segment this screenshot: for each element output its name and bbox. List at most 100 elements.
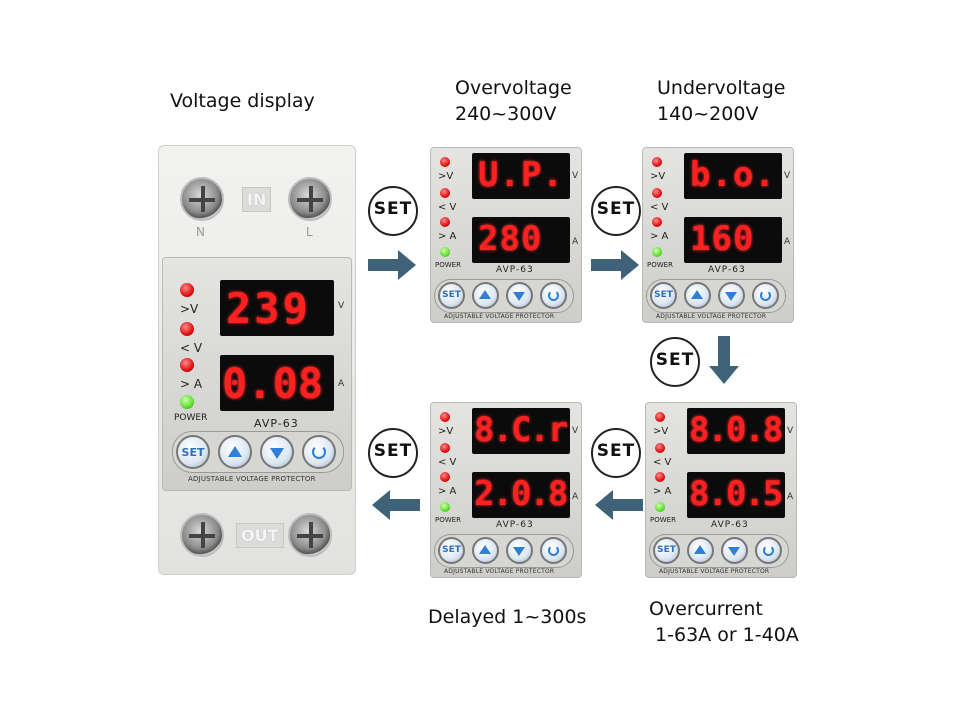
caption-overcurrent: Overcurrent 1-63A or 1-40A [649, 596, 799, 648]
bottom-readout: 8.0.5 [689, 474, 783, 514]
up-button[interactable] [218, 435, 252, 469]
unit-v: V [338, 301, 345, 311]
up-button[interactable] [472, 282, 499, 309]
bottom-screen: 8.0.5 [687, 472, 785, 518]
set-button[interactable]: SET [438, 282, 465, 309]
set-bubble-2-label: SET [596, 199, 636, 219]
unit-v: V [572, 171, 579, 181]
arrow-left-shape [372, 490, 420, 520]
power-icon [312, 445, 326, 459]
power-icon [548, 290, 559, 301]
set-bubble-1: SET [368, 186, 418, 236]
panel-undervoltage: >V < V > A POWER b.o. V 160 A AVP-63 SET… [642, 147, 794, 323]
led-label-power: POWER [435, 516, 461, 524]
l-label: L [306, 225, 313, 239]
unit-v: V [787, 426, 794, 436]
model-label: AVP-63 [496, 520, 534, 530]
screw-terminal-l-out [288, 513, 332, 557]
down-button[interactable] [506, 537, 533, 564]
down-arrow-icon [728, 547, 740, 556]
led-label-undervoltage: < V [438, 202, 457, 213]
up-arrow-icon [479, 545, 491, 554]
arrow-right-icon [368, 250, 416, 280]
set-button[interactable]: SET [650, 282, 677, 309]
set-bubble-2: SET [591, 186, 641, 236]
down-arrow-icon [725, 292, 737, 301]
n-label: N [196, 225, 205, 239]
bottom-screen: 280 [472, 217, 570, 263]
led-label-power: POWER [650, 516, 676, 524]
led-label-overvoltage: >V [438, 171, 454, 182]
led-label-overcurrent: > A [180, 377, 203, 391]
led-label-undervoltage: < V [438, 457, 457, 468]
unit-a: A [787, 492, 794, 502]
led-overcurrent [440, 472, 450, 482]
set-bubble-4: SET [591, 428, 641, 478]
power-button[interactable] [540, 537, 567, 564]
up-button[interactable] [684, 282, 711, 309]
panel-delayed: >V < V > A POWER 8.C.r. V 2.0.8 A AVP-63… [430, 402, 582, 578]
down-button[interactable] [506, 282, 533, 309]
led-label-undervoltage: < V [653, 457, 672, 468]
set-button-label: SET [657, 545, 676, 555]
led-label-overcurrent: > A [653, 486, 672, 497]
top-readout: U.P. [478, 155, 564, 195]
led-label-overvoltage: >V [653, 426, 669, 437]
top-screen: U.P. [472, 153, 570, 199]
power-button[interactable] [302, 435, 336, 469]
arrow-right-shape [368, 250, 416, 280]
led-undervoltage [440, 188, 450, 198]
power-button[interactable] [752, 282, 779, 309]
down-arrow-icon [270, 448, 284, 459]
arrow-left-icon [372, 490, 420, 520]
caption-overcurrent-title: Overcurrent [649, 598, 763, 620]
out-label: OUT [236, 523, 284, 548]
arrow-right-shape [591, 250, 639, 280]
voltage-readout: 239 [226, 284, 311, 333]
led-label-overvoltage: >V [438, 426, 454, 437]
led-undervoltage [652, 188, 662, 198]
bottom-readout: 2.0.8 [474, 474, 568, 514]
caption-overvoltage-range: 240~300V [455, 103, 557, 125]
unit-a: A [338, 379, 345, 389]
top-readout: 8.C.r. [474, 410, 570, 450]
current-readout: 0.08 [222, 359, 324, 408]
set-button[interactable]: SET [438, 537, 465, 564]
set-button-label: SET [181, 446, 205, 459]
up-button[interactable] [472, 537, 499, 564]
led-label-undervoltage: < V [650, 202, 669, 213]
down-arrow-icon [513, 292, 525, 301]
led-overvoltage [652, 157, 662, 167]
set-bubble-4-label: SET [596, 441, 636, 461]
caption-undervoltage: Undervoltage 140~200V [657, 75, 786, 127]
down-button[interactable] [718, 282, 745, 309]
power-icon [763, 545, 774, 556]
set-button[interactable]: SET [176, 435, 210, 469]
in-label: IN [242, 187, 272, 212]
up-arrow-icon [691, 290, 703, 299]
unit-a: A [572, 492, 579, 502]
output-terminals: OUT [176, 507, 336, 569]
down-button[interactable] [260, 435, 294, 469]
led-undervoltage [180, 322, 194, 336]
led-power [180, 395, 194, 409]
led-power [655, 502, 665, 512]
caption-delayed: Delayed 1~300s [428, 606, 587, 628]
power-button[interactable] [540, 282, 567, 309]
set-button[interactable]: SET [653, 537, 680, 564]
panel-overcurrent: >V < V > A POWER 8.0.8. V 8.0.5 A AVP-63… [645, 402, 797, 578]
led-overcurrent [180, 358, 194, 372]
arrow-left-shape [595, 490, 643, 520]
led-label-overcurrent: > A [438, 486, 457, 497]
down-button[interactable] [721, 537, 748, 564]
bottom-screen: 2.0.8 [472, 472, 570, 518]
up-arrow-icon [228, 446, 242, 457]
set-bubble-3-label: SET [655, 350, 695, 370]
up-button[interactable] [687, 537, 714, 564]
led-undervoltage [440, 443, 450, 453]
caption-voltage-display: Voltage display [170, 90, 315, 112]
led-overvoltage [440, 157, 450, 167]
top-screen: b.o. [684, 153, 782, 199]
screw-terminal-l-in [288, 177, 332, 221]
power-button[interactable] [755, 537, 782, 564]
